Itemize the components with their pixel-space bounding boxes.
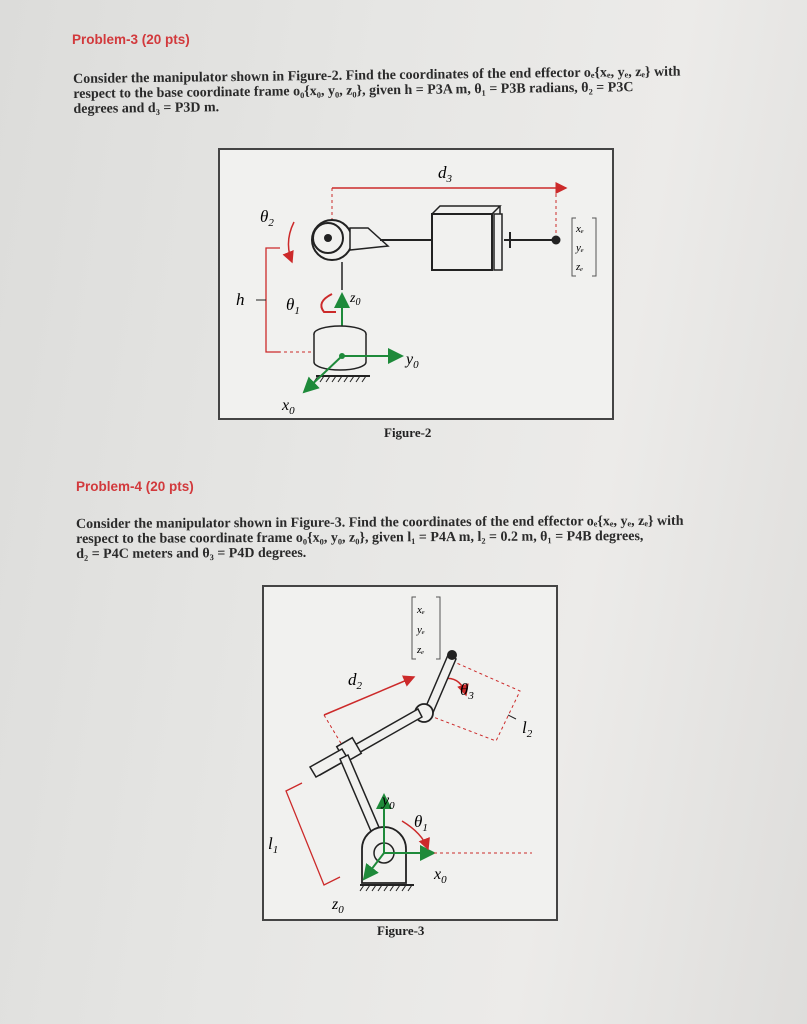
figure-2: xₑ yₑ zₑ θ2 h θ1 z0 y0 x0 d3 [218, 148, 614, 420]
figure-3-caption: Figure-3 [377, 923, 425, 938]
figure-2-drawing: xₑ yₑ zₑ θ2 h θ1 z0 y0 x0 d3 [236, 163, 597, 417]
theta1-arc [401, 820, 430, 851]
problem-3-text: Consider the manipulator shown in Figure… [73, 64, 763, 117]
figure-3: xₑ yₑ zₑ d2 l2 θ3 l1 y0 [262, 585, 558, 921]
l2-label: l2 [522, 718, 533, 740]
theta1-rotation-arrow [320, 293, 336, 313]
prismatic-housing-top [431, 205, 502, 215]
shoulder-bracket [349, 227, 390, 251]
problem-4-heading: Problem-4 (20 pts) [76, 479, 194, 494]
end-effector-point [447, 650, 457, 660]
x0-axis [302, 355, 343, 394]
x0-label: x0 [281, 397, 295, 417]
problem-4-line-3: d₂ = P4C meters and θ₃ = P4D degrees. [76, 545, 307, 562]
ground-hatching [359, 884, 413, 892]
vector-bracket-left [411, 596, 416, 660]
vector-xe: xₑ [575, 223, 584, 235]
theta1-label: θ1 [414, 812, 428, 834]
y0-label: y0 [380, 792, 395, 812]
l1-dimension-bracket [285, 782, 341, 886]
h-dimension-bracket [265, 247, 280, 353]
l2-guide [427, 660, 521, 742]
vector-bracket-right [592, 217, 597, 277]
d2-label: d2 [348, 670, 363, 692]
shoulder-joint-pin [324, 234, 332, 242]
z0-label: z0 [331, 896, 344, 916]
z0-axis [362, 852, 385, 881]
figure-2-caption: Figure-2 [384, 425, 432, 440]
vector-xe: xₑ [416, 604, 425, 616]
theta3-label: θ3 [460, 680, 474, 702]
prismatic-plate [493, 213, 503, 271]
theta1-label: θ1 [286, 295, 300, 317]
vector-ze: zₑ [575, 261, 583, 273]
x0-label: x0 [433, 866, 447, 886]
vector-bracket-left [571, 217, 576, 277]
vector-bracket-right [436, 596, 441, 660]
h-label: h [236, 290, 245, 309]
prismatic-housing [431, 213, 493, 271]
l1-label: l1 [268, 834, 278, 856]
vector-ze: zₑ [416, 644, 424, 656]
theta2-label: θ2 [260, 207, 274, 229]
base-cylinder-body [313, 334, 367, 371]
d2-dimension-arrow [323, 675, 416, 716]
z0-label: z0 [349, 291, 360, 308]
theta2-rotation-arrow [282, 221, 295, 264]
vector-ye: yₑ [416, 624, 425, 636]
d3-label: d3 [438, 163, 453, 185]
figure-3-drawing: xₑ yₑ zₑ d2 l2 θ3 l1 y0 [268, 596, 533, 916]
y0-label: y0 [404, 351, 419, 371]
vector-ye: yₑ [575, 242, 584, 254]
problem-3-heading: Problem-3 (20 pts) [72, 32, 190, 47]
problem-4-text: Consider the manipulator shown in Figure… [76, 513, 756, 562]
end-effector-point [551, 235, 561, 245]
